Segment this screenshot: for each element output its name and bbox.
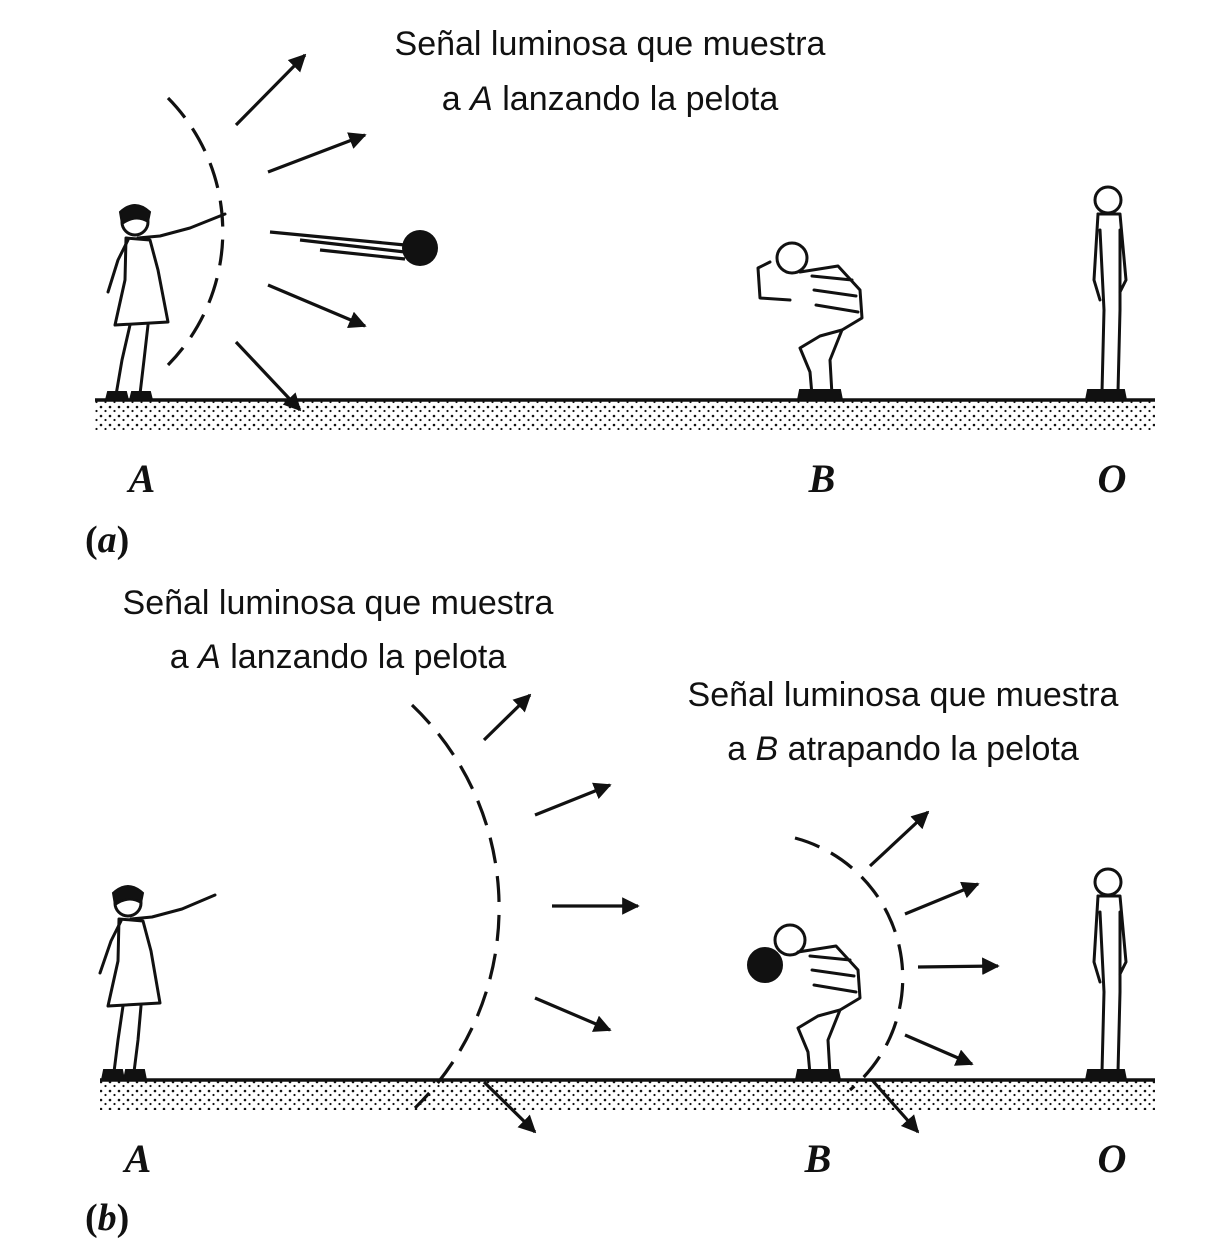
label-B: B <box>804 1136 832 1181</box>
light-wavefront <box>166 96 225 367</box>
panel-b-caption-left-line1: Señal luminosa que muestra <box>123 584 554 622</box>
panel-b-caption-right-line2: a B atrapando la pelota <box>727 730 1079 768</box>
light-ray-arrow <box>917 957 1000 975</box>
panel-b: Señal luminosa que muestra a A lanzando … <box>85 584 1155 1239</box>
ground <box>95 400 1155 430</box>
light-ray-arrow <box>868 810 930 868</box>
label-O: O <box>1098 456 1127 501</box>
panel-label-b: (b) <box>85 1197 129 1239</box>
light-wavefront-b <box>794 836 905 1092</box>
light-ray-arrow <box>904 881 980 916</box>
label-A: A <box>126 456 156 501</box>
light-ray-arrow <box>482 693 532 742</box>
light-ray-arrow <box>267 283 367 328</box>
crouching-catcher-figure <box>747 923 862 1081</box>
label-O: O <box>1098 1136 1127 1181</box>
label-A: A <box>122 1136 152 1181</box>
girl-throwing-ball-figure <box>104 204 227 401</box>
light-rays-a <box>482 693 640 1134</box>
light-ray-arrow <box>904 1033 974 1066</box>
ball-icon <box>269 230 438 266</box>
light-rays <box>234 53 367 412</box>
light-wavefront-a <box>410 703 501 1110</box>
light-ray-arrow <box>234 53 307 127</box>
standing-observer-figure <box>1084 867 1128 1081</box>
standing-observer-figure <box>1084 185 1128 401</box>
light-ray-arrow <box>534 782 612 817</box>
light-ray-arrow <box>267 132 367 174</box>
crouching-catcher-figure <box>756 241 864 401</box>
girl-throwing-ball-figure <box>98 885 217 1081</box>
panel-b-caption-left-line2: a A lanzando la pelota <box>170 638 507 676</box>
label-B: B <box>808 456 836 501</box>
panel-b-caption-right-line1: Señal luminosa que muestra <box>688 676 1119 714</box>
light-ray-arrow <box>534 996 612 1032</box>
panel-label-a: (a) <box>85 519 129 561</box>
ground <box>100 1080 1155 1110</box>
panel-a-caption-line1: Señal luminosa que muestra <box>395 25 826 63</box>
panel-a: Señal luminosa que muestra a A lanzando … <box>85 25 1155 561</box>
panel-a-caption-line2: a A lanzando la pelota <box>442 80 779 118</box>
ball-icon <box>747 947 783 983</box>
